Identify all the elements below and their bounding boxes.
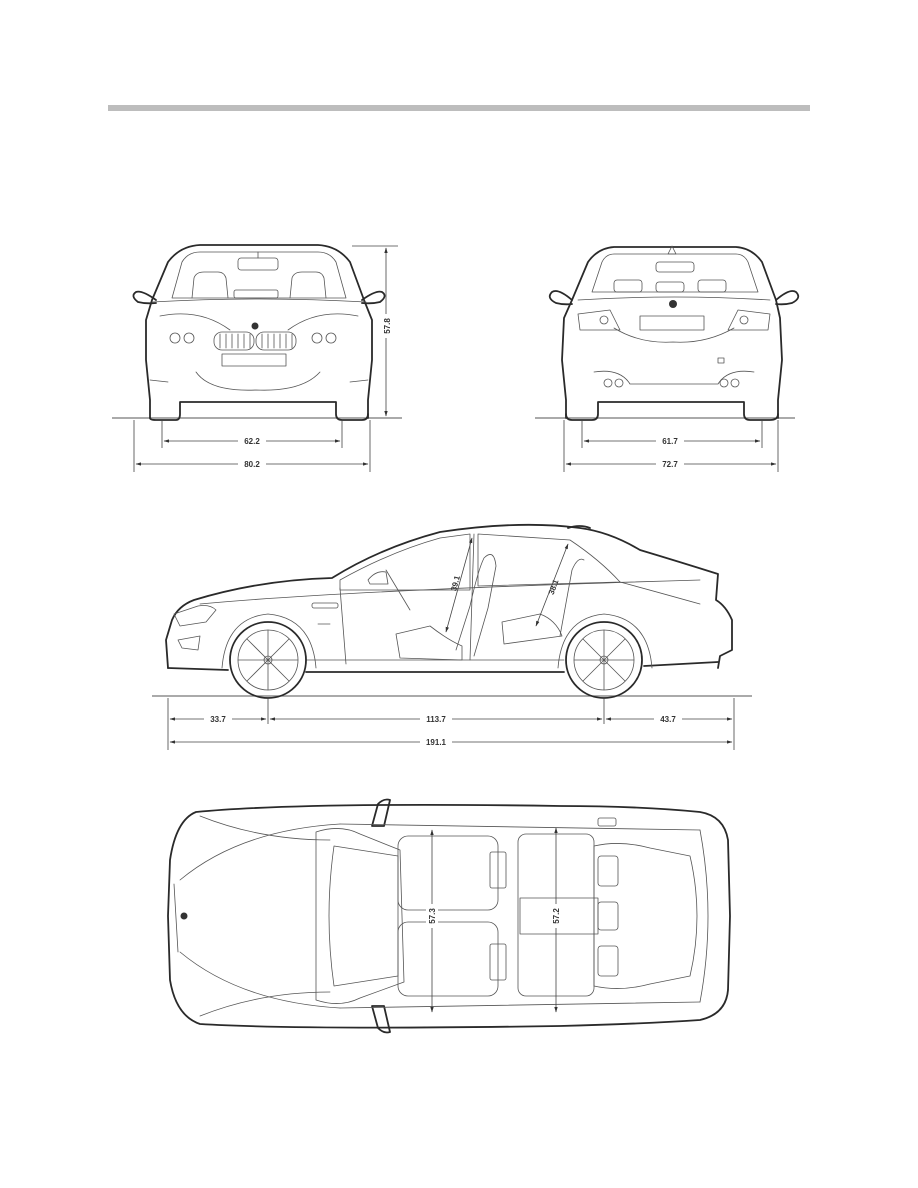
front-overhang-label: 33.7 [210, 715, 226, 724]
header-rule [108, 105, 810, 111]
top-view-dimensions [426, 827, 562, 1013]
rear-view-dimensions [563, 420, 779, 472]
front-view-dimensions [133, 245, 398, 472]
rear-overhang-label: 43.7 [660, 715, 676, 724]
wheelbase-label: 113.7 [426, 715, 446, 724]
rear-track-label: 61.7 [662, 437, 678, 446]
front-headroom-label: 39.1 [449, 574, 462, 592]
front-view-drawing [112, 244, 402, 421]
rear-headroom-label: 38.1 [547, 578, 561, 596]
rear-shoulder-label: 57.2 [552, 908, 561, 924]
top-view-drawing [167, 798, 731, 1034]
front-width-label: 80.2 [244, 460, 260, 469]
overall-length-label: 191.1 [426, 738, 447, 747]
side-view-dimensions [167, 537, 735, 750]
rear-view-drawing [535, 245, 800, 421]
front-track-label: 62.2 [244, 437, 260, 446]
rear-width-label: 72.7 [662, 460, 678, 469]
front-shoulder-label: 57.3 [428, 908, 437, 924]
front-height-label: 57.8 [383, 318, 392, 334]
